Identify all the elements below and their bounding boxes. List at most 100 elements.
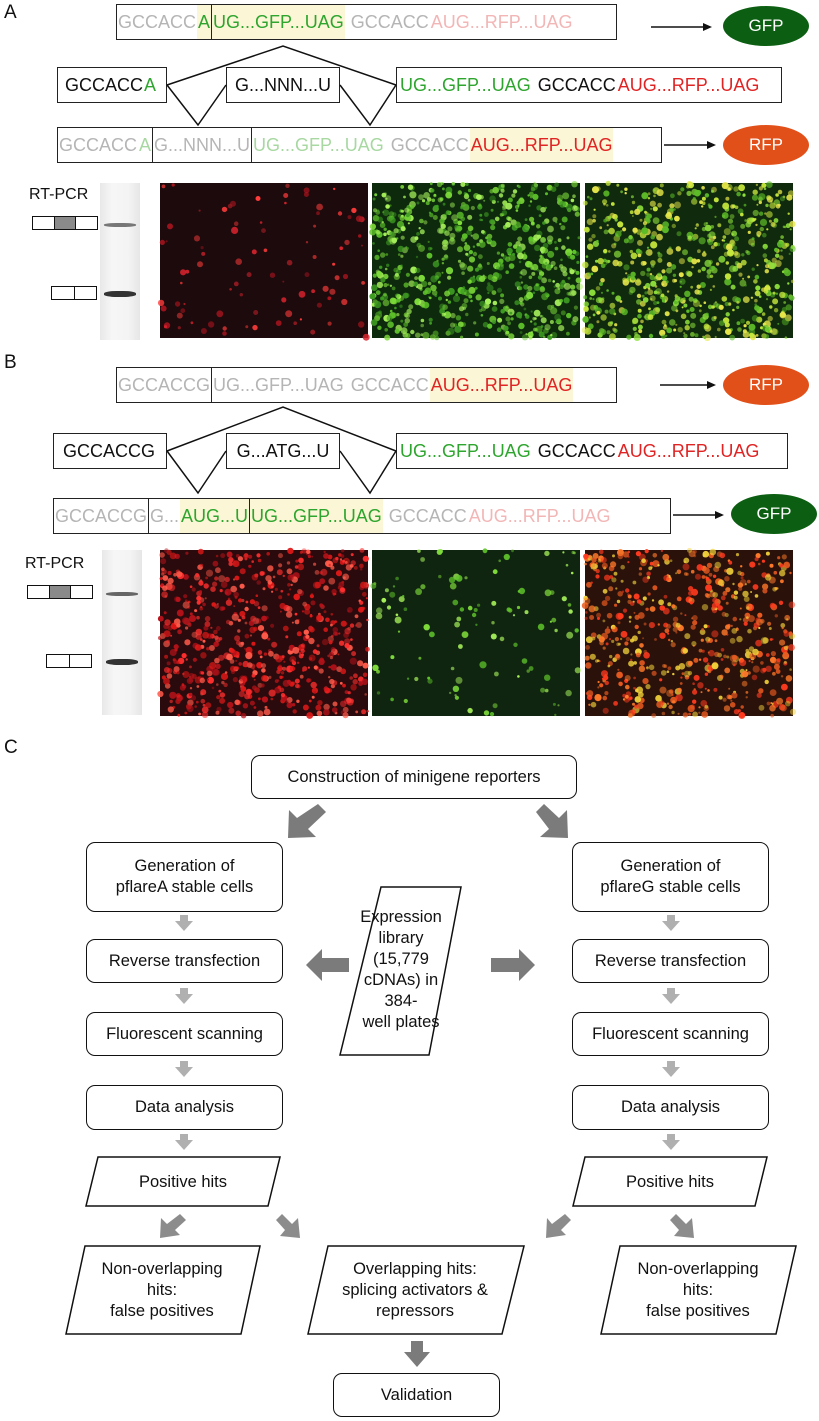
cell-speck: [560, 225, 566, 231]
cell-speck: [687, 705, 695, 713]
cell-speck: [559, 222, 562, 226]
cell-speck: [448, 576, 456, 584]
cell-speck: [341, 549, 345, 553]
cell-speck: [766, 228, 769, 231]
cell-speck: [499, 298, 505, 304]
cell-speck: [389, 309, 393, 313]
cell-speck: [762, 253, 768, 258]
cell-speck: [566, 236, 570, 240]
cell-speck: [403, 322, 409, 327]
cell-speck: [312, 649, 318, 654]
cell-speck: [202, 602, 206, 607]
right-positive-hits-label: Positive hits: [625, 1172, 715, 1191]
panel-a-gfp-micrograph: [369, 181, 583, 341]
cell-speck: [725, 587, 731, 593]
cell-speck: [714, 561, 722, 569]
cell-speck: [211, 686, 215, 690]
cell-speck: [486, 262, 490, 265]
left-nonoverlap-shape: [65, 1245, 261, 1335]
cell-speck: [309, 626, 315, 633]
cell-speck: [601, 600, 608, 607]
cell-speck: [323, 553, 329, 559]
cell-speck: [664, 628, 670, 634]
cell-speck: [285, 611, 293, 618]
cell-speck: [476, 194, 482, 200]
cell-speck: [729, 334, 736, 341]
cell-speck: [624, 675, 631, 681]
cell-speck: [687, 660, 693, 666]
cell-speck: [779, 311, 786, 318]
cell-speck: [309, 594, 314, 599]
cell-speck: [744, 219, 748, 222]
cell-speck: [517, 675, 520, 678]
cell-speck: [402, 292, 409, 299]
cell-speck: [769, 602, 776, 609]
cell-speck: [516, 246, 522, 252]
cell-speck: [609, 308, 616, 315]
cell-speck: [671, 223, 676, 229]
cell-speck: [762, 588, 768, 594]
cell-speck: [505, 305, 509, 309]
cell-speck: [309, 614, 313, 618]
cell-speck: [780, 675, 784, 678]
cell-speck: [312, 581, 321, 589]
cell-speck: [587, 323, 594, 330]
cell-speck: [499, 636, 505, 642]
cell-speck: [547, 278, 552, 283]
cell-speck: [600, 263, 606, 269]
cell-speck: [569, 289, 576, 297]
cell-speck: [159, 552, 165, 558]
cell-speck: [700, 638, 704, 642]
cell-speck: [239, 610, 246, 617]
cell-speck: [758, 211, 764, 216]
cell-speck: [620, 579, 624, 583]
cell-speck: [745, 320, 751, 325]
cell-speck: [441, 257, 445, 261]
cell-speck: [719, 674, 724, 679]
cell-speck: [565, 689, 572, 697]
cell-speck: [191, 631, 198, 638]
cell-speck: [573, 305, 578, 310]
cell-speck: [736, 191, 741, 197]
cell-speck: [161, 567, 165, 572]
cell-speck: [515, 209, 519, 212]
cell-speck: [603, 190, 610, 197]
cell-speck: [484, 212, 489, 217]
cell-speck: [323, 610, 327, 614]
cell-speck: [605, 180, 611, 186]
panel-b-exon3-kozak: GCCACC: [537, 440, 616, 461]
cell-speck: [400, 319, 404, 323]
cell-speck: [630, 260, 635, 265]
cell-speck: [310, 681, 317, 689]
cell-speck: [428, 246, 432, 251]
cell-speck: [616, 671, 623, 679]
cell-speck: [675, 323, 678, 326]
cell-speck: [558, 325, 565, 332]
cell-speck: [572, 249, 577, 255]
cell-speck: [329, 288, 336, 295]
cell-speck: [722, 202, 730, 210]
cell-speck: [670, 264, 677, 270]
cell-speck: [323, 703, 330, 711]
cell-speck: [188, 622, 191, 626]
cell-speck: [556, 318, 562, 324]
cell-speck: [203, 583, 209, 589]
cell-speck: [483, 199, 486, 202]
sequence-segment: A: [138, 128, 154, 162]
cell-speck: [443, 213, 447, 218]
cell-speck: [583, 306, 589, 312]
cell-speck: [749, 332, 755, 338]
cell-speck: [590, 701, 597, 708]
cell-speck: [727, 218, 734, 224]
cell-speck: [723, 705, 731, 712]
cell-speck: [161, 184, 166, 189]
cell-speck: [780, 623, 786, 628]
cell-speck: [215, 554, 219, 558]
cell-speck: [539, 254, 543, 258]
cell-speck: [735, 553, 740, 557]
cell-speck: [596, 320, 600, 324]
cell-speck: [729, 265, 736, 273]
cell-speck: [750, 242, 755, 247]
cell-speck: [386, 263, 390, 267]
cell-speck: [255, 618, 262, 624]
